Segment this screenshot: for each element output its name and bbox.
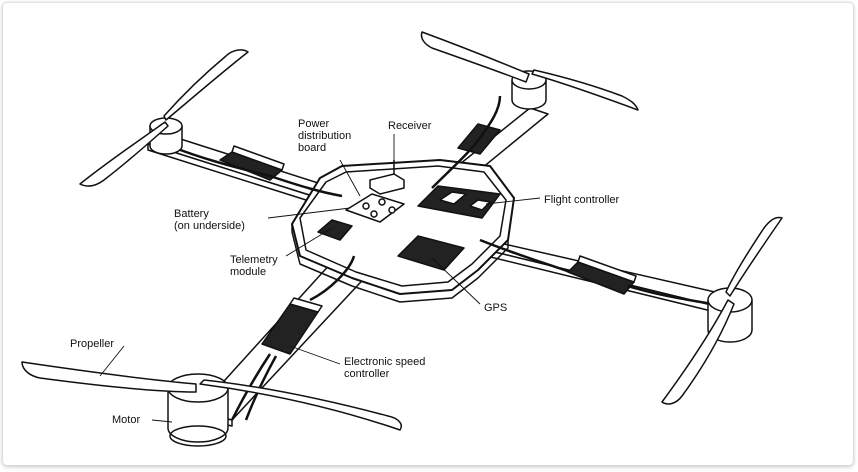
- label-motor: Motor: [112, 414, 141, 426]
- power-distribution-board: [345, 193, 405, 223]
- label-receiver: Receiver: [388, 120, 432, 132]
- wires: [169, 95, 713, 421]
- leader-lines: [99, 134, 541, 423]
- gps: [397, 235, 465, 271]
- propeller-front-left: [21, 361, 402, 431]
- label-power-distribution-board: Power distribution board: [298, 118, 352, 154]
- esc-front-right: [567, 255, 637, 295]
- telemetry-module: [317, 219, 353, 241]
- label-electronic-speed-controller: Electronic speed controller: [344, 356, 426, 380]
- label-propeller: Propeller: [70, 338, 115, 350]
- label-flight-controller: Flight controller: [544, 194, 620, 206]
- label-gps: GPS: [484, 302, 508, 314]
- receiver: [369, 160, 405, 195]
- label-battery: Battery (on underside): [174, 208, 245, 232]
- propeller-front-right: [661, 216, 783, 405]
- flight-controller: [417, 185, 501, 219]
- label-telemetry-module: Telemetry module: [230, 254, 278, 278]
- propeller-back-right: [420, 31, 639, 111]
- propeller-back-left: [79, 49, 249, 187]
- esc-back-left: [219, 145, 285, 181]
- esc-front-left: [261, 297, 323, 355]
